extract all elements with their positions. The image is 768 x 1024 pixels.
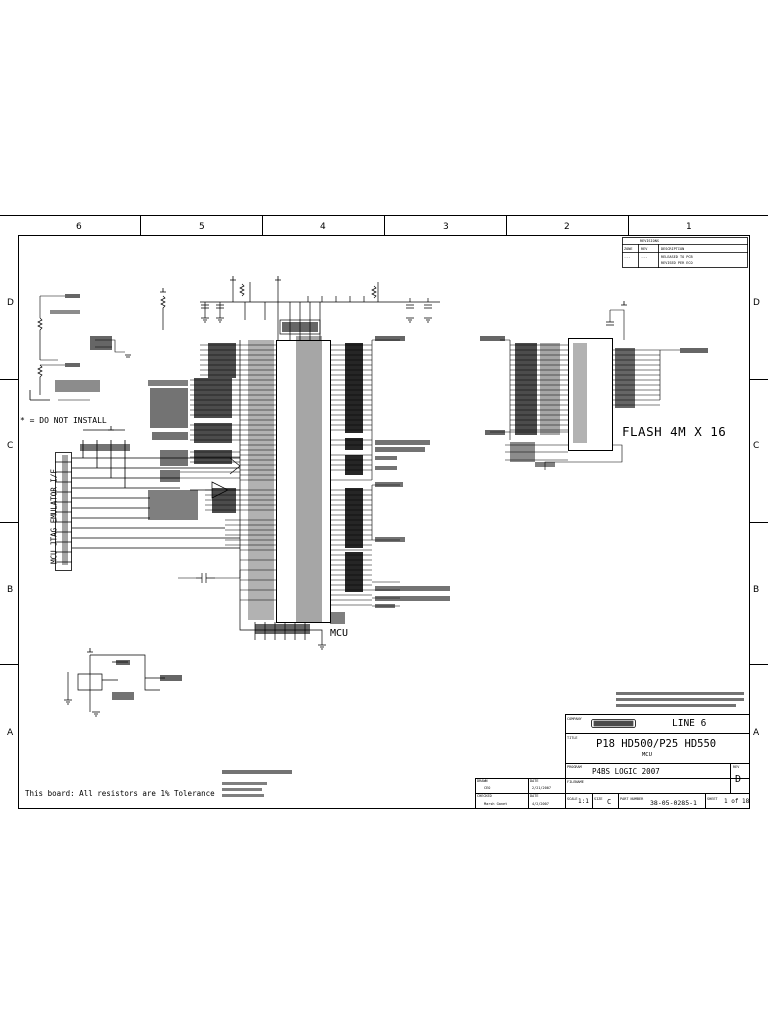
jtag-connector xyxy=(55,452,72,571)
svg-text:SHEET: SHEET xyxy=(707,797,718,801)
flash-label: FLASH 4M X 16 xyxy=(622,424,727,439)
zone-row-d-right: D xyxy=(753,298,760,308)
svg-text:CHECKED: CHECKED xyxy=(477,794,492,798)
drawing-subtitle: MCU xyxy=(642,752,652,758)
do-not-install-note: * = DO NOT INSTALL xyxy=(20,416,107,425)
flash-ic-body xyxy=(568,338,613,451)
svg-text:FILENAME: FILENAME xyxy=(567,780,584,784)
zone-row-b-right: B xyxy=(753,585,760,595)
mcu-ic-body xyxy=(276,340,331,623)
svg-text:DRAWN: DRAWN xyxy=(477,779,488,783)
drawing-title: P18 HD500/P25 HD550 xyxy=(596,738,717,750)
drawing-border xyxy=(18,235,750,809)
sheet-number: 1 of 18 xyxy=(724,798,750,805)
svg-text:DATE: DATE xyxy=(530,794,538,798)
size-value: C xyxy=(607,798,612,806)
svg-text:---: --- xyxy=(641,255,647,259)
svg-text:COMPANY: COMPANY xyxy=(567,717,583,721)
zone-column-5: 5 xyxy=(199,222,205,232)
svg-text:REVISED PER ECO: REVISED PER ECO xyxy=(661,261,693,265)
svg-text:RELEASED TO PCB: RELEASED TO PCB xyxy=(661,255,693,259)
svg-text:Marsh Ganet: Marsh Ganet xyxy=(484,802,507,806)
svg-text:2/21/2007: 2/21/2007 xyxy=(532,786,551,790)
zone-row-d-left: D xyxy=(7,298,14,308)
resistor-tolerance-note: This board: All resistors are 1% Toleran… xyxy=(25,789,215,798)
zone-column-4: 4 xyxy=(320,222,326,232)
title-block xyxy=(565,714,750,809)
svg-text:TITLE: TITLE xyxy=(567,736,578,740)
svg-text:DATE: DATE xyxy=(530,779,538,783)
scale-value: 1:1 xyxy=(578,798,589,805)
zone-column-3: 3 xyxy=(443,222,449,232)
part-number: 38-05-0285-1 xyxy=(650,799,697,807)
zone-row-c-left: C xyxy=(7,441,14,451)
svg-text:PART NUMBER: PART NUMBER xyxy=(620,797,644,801)
company-name: LINE 6 xyxy=(672,718,707,729)
svg-text:DESCRIPTION: DESCRIPTION xyxy=(661,247,684,251)
zone-row-c-right: C xyxy=(753,441,760,451)
svg-text:REV: REV xyxy=(641,247,648,251)
zone-row-a-right: A xyxy=(753,728,760,738)
svg-text:REV: REV xyxy=(733,765,740,769)
svg-text:CEO: CEO xyxy=(484,786,490,790)
zone-column-6: 6 xyxy=(76,222,82,232)
mcu-label: MCU xyxy=(330,628,349,639)
svg-text:SCALE: SCALE xyxy=(567,797,578,801)
line6-logo xyxy=(591,719,636,728)
zone-column-2: 2 xyxy=(564,222,570,232)
revision-letter: D xyxy=(735,774,742,785)
jtag-emulator-label: MCU JTAG EMULATOR I/F xyxy=(49,469,59,564)
svg-text:SIZE: SIZE xyxy=(594,797,602,801)
zone-row-a-left: A xyxy=(7,728,14,738)
program-name: P4BS LOGIC 2007 xyxy=(592,767,660,776)
zone-row-b-left: B xyxy=(7,585,14,595)
svg-text:ZONE: ZONE xyxy=(624,247,632,251)
svg-text:---: --- xyxy=(624,255,630,259)
svg-text:PROGRAM: PROGRAM xyxy=(567,765,582,769)
svg-text:4/2/2007: 4/2/2007 xyxy=(532,802,549,806)
zone-column-1: 1 xyxy=(686,222,692,232)
svg-text:REVISIONS: REVISIONS xyxy=(640,239,659,243)
